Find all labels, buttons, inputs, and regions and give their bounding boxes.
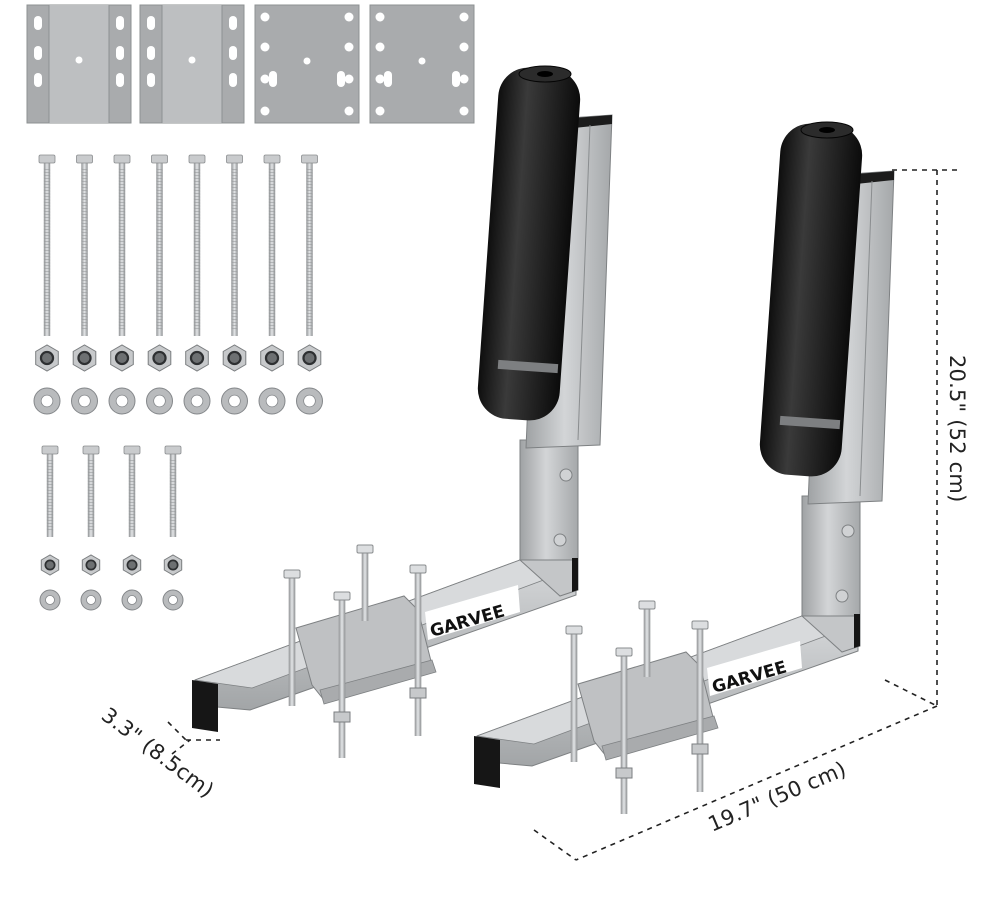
mounting-plate — [139, 4, 245, 124]
large-nut — [260, 344, 284, 372]
large-nut — [185, 344, 209, 372]
large-washer — [258, 387, 286, 415]
small-nuts — [40, 554, 183, 576]
mounting-plate — [369, 4, 475, 124]
large-washer — [183, 387, 211, 415]
large-washer — [108, 387, 136, 415]
bolt — [226, 154, 243, 336]
length-dimension-line — [533, 679, 938, 861]
small-nut — [40, 554, 60, 576]
long-bolts — [38, 154, 318, 336]
large-washer — [221, 387, 248, 415]
large-nut — [222, 344, 247, 372]
short-bolts — [41, 445, 182, 537]
mounting-plates — [26, 4, 475, 124]
small-nut — [81, 554, 101, 576]
small-washers — [39, 589, 184, 611]
large-washer — [33, 387, 61, 415]
small-nut — [163, 554, 183, 576]
bolt — [263, 154, 281, 336]
bolt — [301, 154, 318, 336]
large-nut — [110, 344, 134, 372]
bolt — [188, 154, 206, 336]
large-nut — [72, 344, 97, 372]
bolt — [38, 154, 56, 336]
large-nut — [297, 344, 322, 372]
small-washer — [162, 589, 184, 611]
mounting-plate — [26, 4, 132, 124]
large-nuts — [35, 344, 322, 372]
length-label: 19.7" (50 cm) — [705, 757, 850, 837]
height-dimension-line — [892, 169, 960, 706]
mounting-plate — [254, 4, 360, 124]
large-washer — [296, 387, 323, 415]
small-washer — [39, 589, 61, 611]
bolt — [41, 445, 59, 537]
large-nut — [147, 344, 172, 372]
bolt — [123, 445, 141, 537]
large-nut — [35, 344, 59, 372]
small-washer — [80, 589, 102, 611]
large-washers — [33, 387, 323, 415]
bolt — [82, 445, 100, 537]
bolt — [113, 154, 131, 336]
bracket-right: GARVEE — [474, 121, 895, 814]
small-washer — [121, 589, 143, 611]
large-washer — [146, 387, 173, 415]
small-nut — [122, 554, 142, 576]
width-dimension-line — [167, 721, 220, 755]
bolt — [164, 445, 182, 537]
large-washer — [71, 387, 98, 415]
height-label: 20.5" (52 cm) — [945, 355, 969, 502]
bracket-left: GARVEE — [192, 65, 613, 758]
bolt — [151, 154, 168, 336]
bolt — [76, 154, 93, 336]
